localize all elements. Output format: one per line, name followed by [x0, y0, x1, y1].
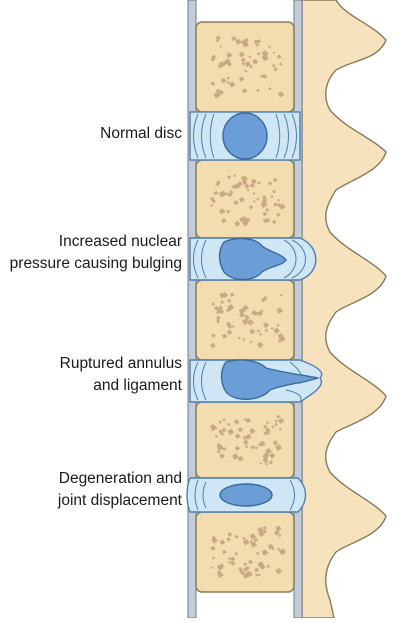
- disc-degenerated: [187, 478, 306, 512]
- vertebra-1: [196, 22, 294, 112]
- label-ruptured: Ruptured annulus and ligament: [60, 353, 182, 397]
- posterior-processes: [302, 0, 386, 618]
- disc-normal: [190, 112, 300, 160]
- label-bulging: Increased nuclear pressure causing bulgi…: [10, 231, 182, 275]
- anterior-ligament: [188, 0, 196, 618]
- label-degeneration: Degeneration and joint displacement: [58, 468, 182, 512]
- nucleus-degenerated: [220, 484, 272, 506]
- vertebra-5: [196, 512, 294, 592]
- disc-bulging: [190, 238, 316, 280]
- label-degeneration-line-1: Degeneration and: [58, 468, 182, 490]
- label-ruptured-line-1: Ruptured annulus: [60, 353, 182, 375]
- label-normal-disc: Normal disc: [100, 123, 182, 145]
- disc-ruptured: [190, 360, 322, 402]
- label-ruptured-line-2: and ligament: [60, 375, 182, 397]
- label-normal-disc-line-1: Normal disc: [100, 123, 182, 145]
- label-bulging-line-2: pressure causing bulging: [10, 253, 182, 275]
- nucleus-normal: [223, 113, 267, 159]
- label-bulging-line-1: Increased nuclear: [10, 231, 182, 253]
- label-degeneration-line-2: joint displacement: [58, 490, 182, 512]
- posterior-ligament: [294, 0, 302, 618]
- vertebra-4: [196, 402, 294, 478]
